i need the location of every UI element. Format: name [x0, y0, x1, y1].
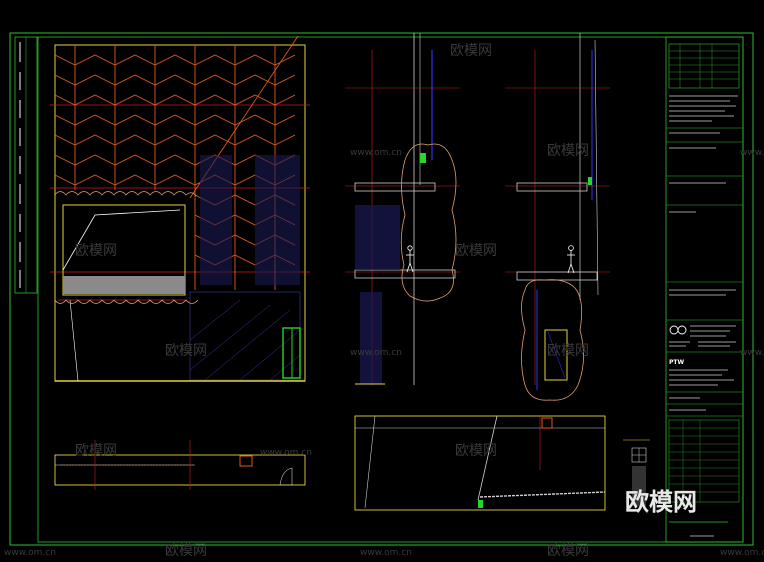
watermark-brand: 欧模网 — [455, 443, 497, 459]
section-detail-b — [505, 33, 610, 401]
material-legend — [623, 439, 650, 506]
revision-cloud — [54, 191, 199, 304]
herringbone-pattern — [54, 45, 296, 290]
opening-frame — [62, 204, 186, 296]
watermark-brand: 欧模网 — [165, 343, 207, 359]
watermark-url: www.om.cn — [740, 348, 764, 358]
watermark-brand: 欧模网 — [75, 443, 117, 459]
section-detail-a — [345, 33, 460, 385]
revision-strip — [14, 36, 38, 294]
plan-detail-left — [54, 440, 306, 490]
watermark-brand: 欧模网 — [455, 243, 497, 259]
watermark-url: www.om.cn — [350, 348, 402, 358]
watermark-url: www.om.cn — [740, 148, 764, 158]
revision-cloud — [400, 143, 457, 302]
site-logo: 欧模网 — [625, 488, 697, 516]
watermark-brand: 欧模网 — [450, 43, 492, 59]
watermark-brand: 欧模网 — [75, 243, 117, 259]
firm-name: PTW — [669, 359, 684, 366]
watermark-layer: 欧模网 欧模网 欧模网 欧模网 欧模网 欧模网 欧模网 欧模网 欧模网 欧模网 … — [4, 43, 764, 559]
title-block: PTW — [665, 36, 744, 543]
sheet-border — [9, 32, 754, 546]
watermark-url: www.om.cn — [4, 548, 56, 558]
plan-detail-right — [354, 415, 606, 511]
human-figure-scale-icon — [567, 245, 575, 274]
watermark-brand: 欧模网 — [547, 543, 589, 559]
watermark-url: www.om.cn — [720, 548, 764, 558]
watermark-brand: 欧模网 — [547, 343, 589, 359]
watermark-url: www.om.cn — [260, 448, 312, 458]
hatch-zones — [189, 155, 301, 381]
watermark-brand: 欧模网 — [165, 543, 207, 559]
watermark-url: www.om.cn — [360, 548, 412, 558]
revision-cloud — [521, 279, 584, 401]
company-mark-icon — [669, 325, 687, 335]
watermark-url: www.om.cn — [350, 148, 402, 158]
human-figure-scale-icon — [406, 245, 414, 273]
elevation-drawing — [50, 35, 310, 382]
watermark-brand: 欧模网 — [547, 143, 589, 159]
